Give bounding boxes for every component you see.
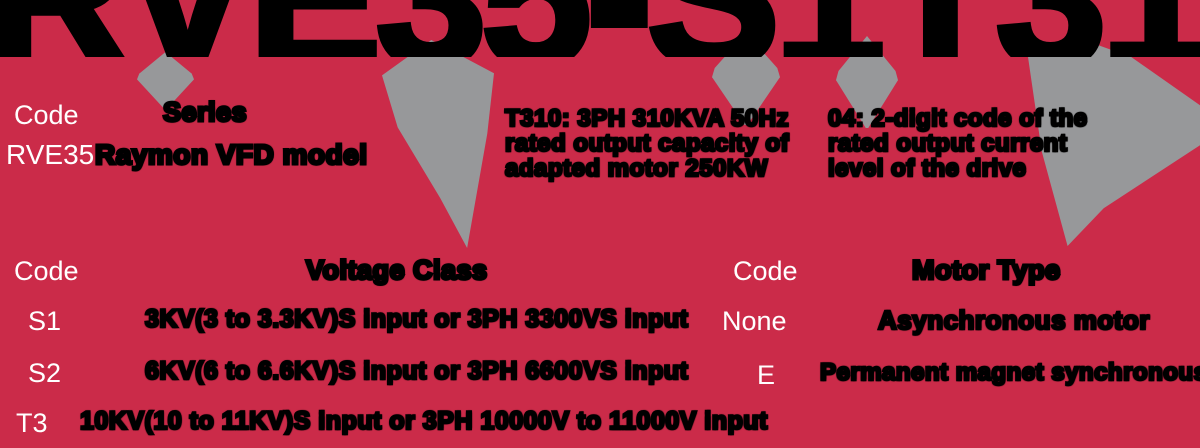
power-note-line: T310: 3PH 310KVA 50Hz bbox=[504, 105, 790, 133]
down-arrow-icon bbox=[382, 40, 494, 248]
voltage-row-description: 6KV(6 to 6.6KV)S input or 3PH 6600VS inp… bbox=[144, 356, 689, 387]
power-note-line: adapted motor 250KW bbox=[504, 155, 769, 183]
series-code-label: Code bbox=[14, 100, 79, 130]
current-note: 04: 2-digit code of the rated output cur… bbox=[827, 105, 1089, 183]
voltage-row-description: 10KV(10 to 11KV)S input or 3PH 10000V to… bbox=[79, 406, 769, 437]
voltage-code-label: Code bbox=[14, 256, 79, 286]
power-note: T310: 3PH 310KVA 50Hz rated output capac… bbox=[504, 105, 790, 183]
series-description: Raymon VFD model bbox=[93, 138, 368, 172]
model-code-text: RVE35-S1T310/04E bbox=[0, 0, 1200, 57]
voltage-header: Voltage Class bbox=[305, 254, 489, 287]
power-note-line: rated output capacity of bbox=[504, 130, 790, 158]
model-code-banner: RVE35-S1T310/04E bbox=[0, 0, 1200, 57]
current-note-line: 04: 2-digit code of the bbox=[827, 105, 1089, 133]
motor-row-description: Permanent magnet synchronous motor bbox=[819, 358, 1200, 388]
voltage-row-code: S2 bbox=[28, 358, 62, 388]
current-note-line: rated output current bbox=[827, 130, 1068, 158]
voltage-row-code: S1 bbox=[28, 306, 62, 336]
series-header: Series bbox=[161, 96, 248, 129]
motor-code-label: Code bbox=[733, 256, 798, 286]
motor-row-description: Asynchronous motor bbox=[877, 304, 1151, 337]
motor-row-code: None bbox=[722, 306, 787, 336]
current-note-line: level of the drive bbox=[827, 155, 1027, 183]
motor-row-code: E bbox=[757, 360, 776, 390]
motor-header: Motor Type bbox=[911, 254, 1062, 287]
voltage-row-code: T3 bbox=[16, 408, 48, 438]
voltage-row-description: 3KV(3 to 3.3KV)S input or 3PH 3300VS inp… bbox=[144, 304, 689, 335]
series-code-value: RVE35 bbox=[6, 139, 95, 170]
